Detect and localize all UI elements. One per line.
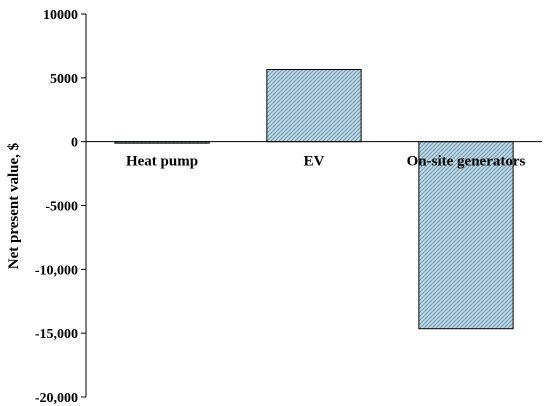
category-label-ev: EV xyxy=(304,154,325,170)
y-tick-label: -10,000 xyxy=(35,263,78,278)
axes xyxy=(81,13,542,398)
y-axis-title: Net present value, $ xyxy=(6,142,22,269)
y-tick-label: 5000 xyxy=(50,72,78,87)
labels: Heat pump EV On-site generators 10000 5000 0 -… xyxy=(35,8,526,406)
y-tick-label: -5000 xyxy=(45,200,78,215)
y-tick-label: 0 xyxy=(71,136,78,151)
category-label-heat-pump: Heat pump xyxy=(126,154,198,170)
y-tick-label: 10000 xyxy=(43,8,78,23)
bar-ev xyxy=(266,69,362,143)
y-tick-label: -15,000 xyxy=(35,327,78,342)
category-label-on-site-generators: On-site generators xyxy=(407,154,526,170)
y-tick-label: -20,000 xyxy=(35,391,78,406)
bars xyxy=(114,69,514,330)
bar-on-site-generators xyxy=(418,141,514,330)
